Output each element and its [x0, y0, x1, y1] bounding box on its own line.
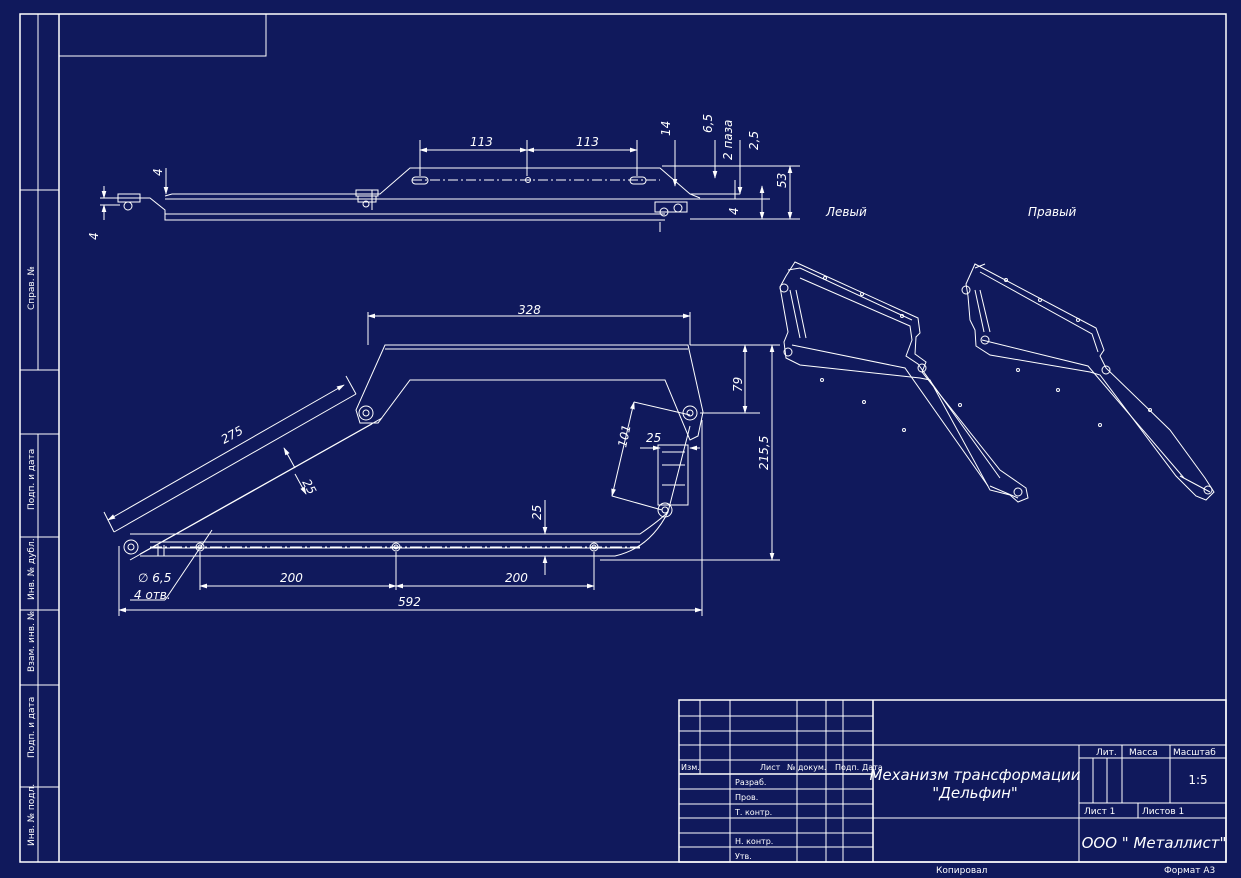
- side-labels: Справ. № Подп. и дата Инв. № дубл. Взам.…: [27, 266, 37, 846]
- dim-2-5: 2,5: [747, 131, 761, 150]
- iso-right-view: [961, 263, 1215, 501]
- tb-sheets: Листов 1: [1142, 807, 1184, 817]
- front-view: [113, 344, 704, 561]
- dim-200-a: 200: [280, 571, 303, 585]
- dim-79: 79: [731, 377, 745, 392]
- top-view-dims: [101, 140, 793, 220]
- tb-format: Формат А3: [1164, 866, 1215, 876]
- top-view: [100, 140, 800, 232]
- tb-utv: Утв.: [735, 852, 752, 861]
- tb-t-kontr: Т. контр.: [734, 808, 772, 817]
- dim-53: 53: [775, 173, 789, 188]
- dim-4-right: 4: [727, 207, 741, 215]
- iso-right-label: Правый: [1028, 205, 1077, 219]
- title-block: [678, 699, 1227, 863]
- dim-25-base: 25: [530, 505, 544, 520]
- tb-masshtab: Масштаб: [1173, 748, 1216, 758]
- dim-113-b: 113: [576, 135, 599, 149]
- dim-113-a: 113: [470, 135, 493, 149]
- dim-328: 328: [518, 303, 541, 317]
- side-label-vzam: Взам. инв. №: [27, 611, 37, 672]
- sheet-frame: [19, 13, 1227, 863]
- dim-592: 592: [398, 595, 421, 609]
- tb-kopiroval: Копировал: [936, 866, 987, 876]
- dim-200-b: 200: [505, 571, 528, 585]
- dim-215-5: 215,5: [757, 436, 771, 470]
- tb-data: Дата: [862, 763, 883, 772]
- tb-title-line2: "Дельфин": [932, 784, 1018, 802]
- tb-izm: Изм.: [681, 763, 700, 772]
- side-label-sprav: Справ. №: [27, 266, 37, 310]
- dim-14: 14: [659, 121, 673, 136]
- side-label-podp-2: Подп. и дата: [27, 697, 37, 758]
- top-left-box: [58, 13, 267, 57]
- tb-massa: Масса: [1129, 748, 1158, 758]
- tb-company: ООО " Металлист": [1082, 834, 1227, 852]
- tb-razrab: Разраб.: [735, 778, 766, 787]
- tb-podp: Подп.: [835, 763, 859, 772]
- dim-6-5: 6,5: [701, 114, 715, 133]
- tb-scale: 1:5: [1188, 773, 1207, 787]
- hole-diameter-label: ∅ 6,5: [138, 571, 171, 585]
- hole-count-label: 4 отв.: [134, 588, 171, 602]
- tb-list: Лист: [760, 763, 781, 772]
- tb-prov: Пров.: [735, 793, 758, 802]
- dim-101: 101: [615, 423, 633, 448]
- side-label-inv-podl: Инв. № подл.: [27, 784, 37, 846]
- tb-title-line1: Механизм трансформации: [869, 766, 1080, 784]
- front-view-dims: [103, 312, 780, 616]
- dim-2-paza: 2 паза: [721, 120, 735, 160]
- side-label-inv-dubl: Инв. № дубл.: [27, 538, 37, 600]
- tb-sheet: Лист 1: [1084, 807, 1115, 817]
- dim-4-left: 4: [87, 232, 101, 240]
- tb-lit: Лит.: [1096, 748, 1117, 758]
- dim-25-arm: 25: [299, 477, 319, 497]
- tb-n-dokum: № докум.: [787, 763, 826, 772]
- dim-25-right: 25: [646, 431, 661, 445]
- dim-4-top: 4: [151, 168, 165, 176]
- tb-n-kontr: Н. контр.: [735, 837, 773, 846]
- side-label-podp-1: Подп. и дата: [27, 449, 37, 510]
- iso-left-view: [779, 261, 1029, 503]
- iso-left-label: Левый: [825, 205, 867, 219]
